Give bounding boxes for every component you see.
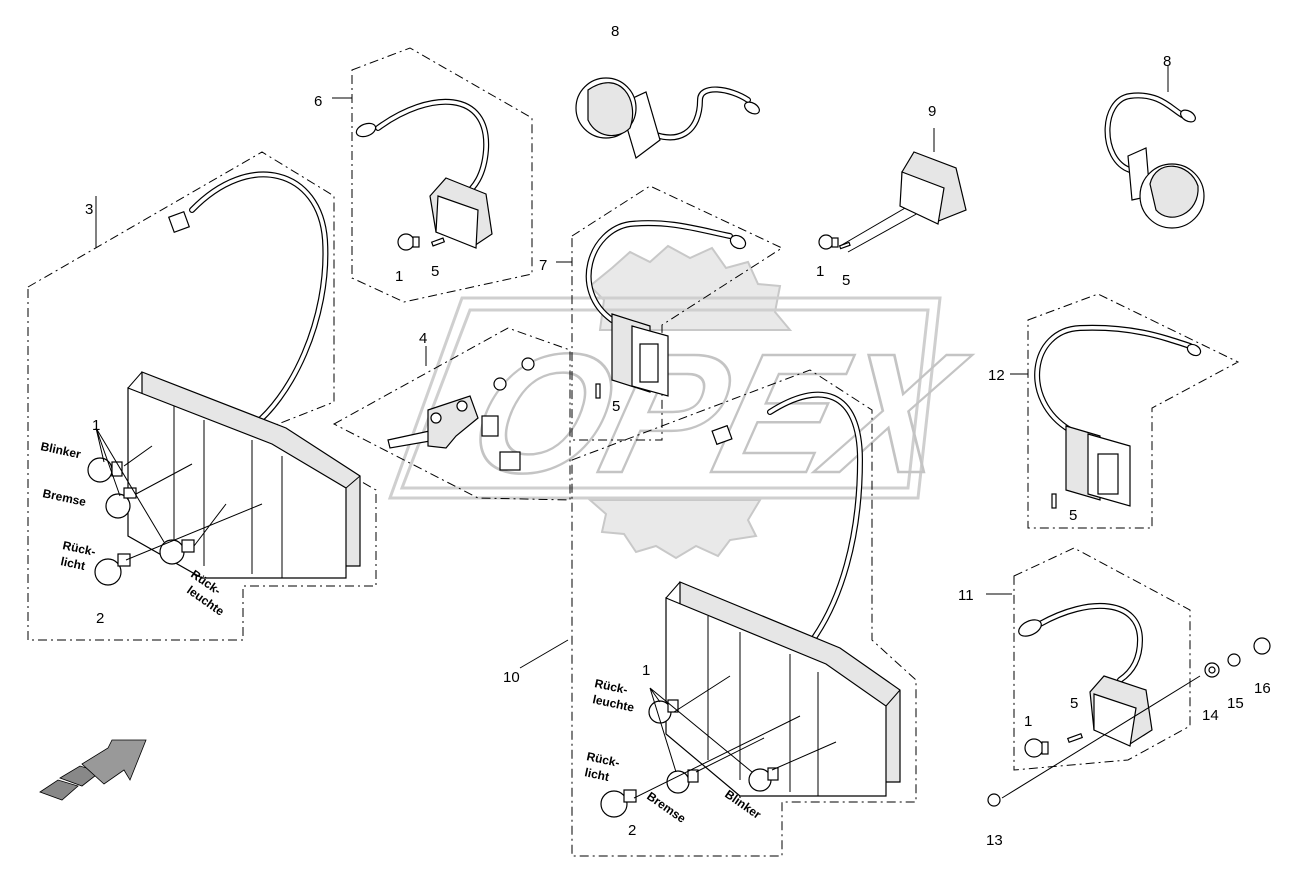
label-blinker-left: Blinker <box>39 439 82 461</box>
unit-11 <box>986 593 1271 807</box>
label-rueck-left-2: licht <box>59 554 86 573</box>
callout-11: 11 <box>958 587 974 604</box>
callout-7: 7 <box>539 257 547 274</box>
marker-light-6 <box>332 97 493 251</box>
bulb-icon <box>600 699 779 818</box>
label-rueck-right-1: Rück- <box>585 749 621 770</box>
marker-light-9 <box>818 128 967 253</box>
leader-lines-left <box>95 196 263 561</box>
callout-5-12: 5 <box>1069 507 1077 524</box>
assembly-boundaries <box>27 47 1240 857</box>
callout-1-11: 1 <box>1024 713 1032 730</box>
callout-5-6: 5 <box>431 263 439 280</box>
callout-6: 6 <box>314 93 322 110</box>
callout-9: 9 <box>928 103 936 120</box>
tail-light-left <box>127 171 361 579</box>
callout-13: 13 <box>986 832 1003 849</box>
callout-numbers: 3 1 2 6 1 5 8 9 1 5 8 7 5 4 12 5 11 1 5 … <box>85 23 1271 849</box>
callout-2-right: 2 <box>628 822 636 839</box>
bracket-4 <box>387 346 535 471</box>
callout-1-6: 1 <box>395 268 403 285</box>
callout-1-left: 1 <box>92 417 100 434</box>
callout-4: 4 <box>419 330 427 347</box>
unit-7 <box>556 220 747 399</box>
callout-5-9: 5 <box>842 272 850 289</box>
label-bremse-right: Bremse <box>644 789 688 826</box>
label-rueck-right-2: licht <box>583 765 610 784</box>
callout-16: 16 <box>1254 680 1271 697</box>
callout-5-11: 5 <box>1070 695 1078 712</box>
callout-5-7: 5 <box>612 398 620 415</box>
leader-lines-right <box>633 675 837 799</box>
callout-14: 14 <box>1202 707 1219 724</box>
label-bremse-left: Bremse <box>41 486 87 509</box>
watermark: OPEX <box>387 244 983 560</box>
callout-1-9: 1 <box>816 263 824 280</box>
marker-light-8-top <box>575 77 760 159</box>
callout-15: 15 <box>1227 695 1244 712</box>
callout-8-right: 8 <box>1163 53 1171 70</box>
unit-12 <box>1010 324 1202 509</box>
callout-10: 10 <box>503 669 520 686</box>
callout-8-top: 8 <box>611 23 619 40</box>
label-rueck-left-1: Rück- <box>61 538 97 559</box>
callout-12: 12 <box>988 367 1005 384</box>
label-rueckleuchte-right-1: Rück- <box>593 676 629 697</box>
direction-arrow-icon <box>39 739 147 801</box>
callout-2-left: 2 <box>96 610 104 627</box>
watermark-text: OPEX <box>453 318 981 508</box>
bulb-icon <box>87 457 195 586</box>
callout-3: 3 <box>85 201 93 218</box>
callout-1-right: 1 <box>642 662 650 679</box>
marker-light-8-right <box>1104 66 1205 229</box>
label-rueckleuchte-right-2: leuchte <box>591 692 635 714</box>
